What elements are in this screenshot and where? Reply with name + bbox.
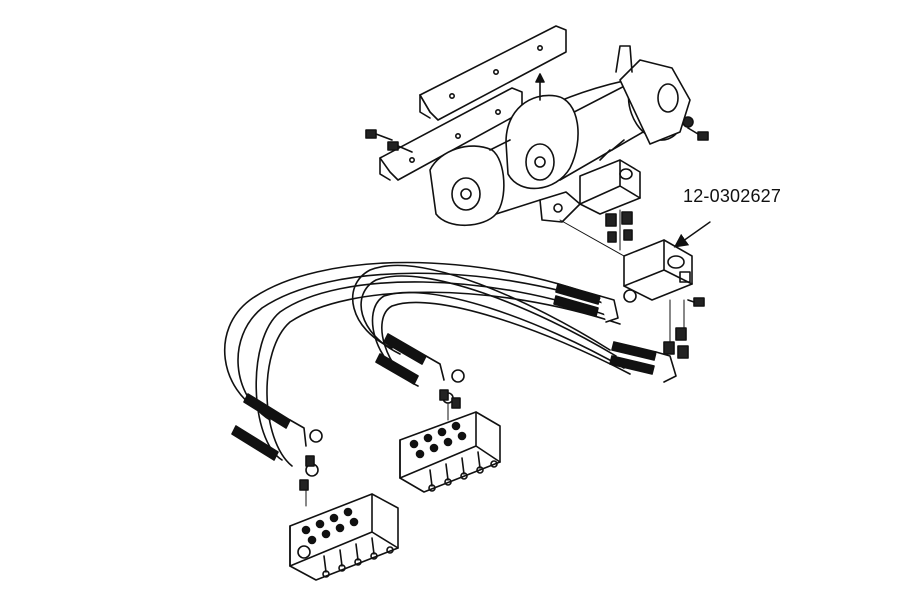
valve-block-12-0302627[interactable] xyxy=(623,239,693,301)
hose-ferrules xyxy=(231,283,657,461)
valve-block-upper xyxy=(579,159,641,215)
bank-fittings xyxy=(299,389,461,491)
hose-inner-right xyxy=(351,264,631,387)
bolt-left-lower xyxy=(387,141,413,153)
fitting-group-upper xyxy=(605,211,633,243)
hose-outer-left xyxy=(223,261,621,467)
mounting-bracket-lower xyxy=(379,87,523,181)
control-valve-bank-left xyxy=(289,493,399,581)
bolt-right-lower xyxy=(687,127,709,141)
part-number-label: 12-0302627 xyxy=(683,186,782,206)
hydraulic-motor-assembly xyxy=(429,45,691,226)
bolt-valve-right xyxy=(687,297,705,307)
bolt-left-upper xyxy=(365,129,393,141)
control-valve-bank-right xyxy=(399,411,501,493)
mounting-bracket-upper xyxy=(419,25,567,121)
callout-arrow xyxy=(673,221,711,248)
fitting-group-lower xyxy=(663,299,689,359)
